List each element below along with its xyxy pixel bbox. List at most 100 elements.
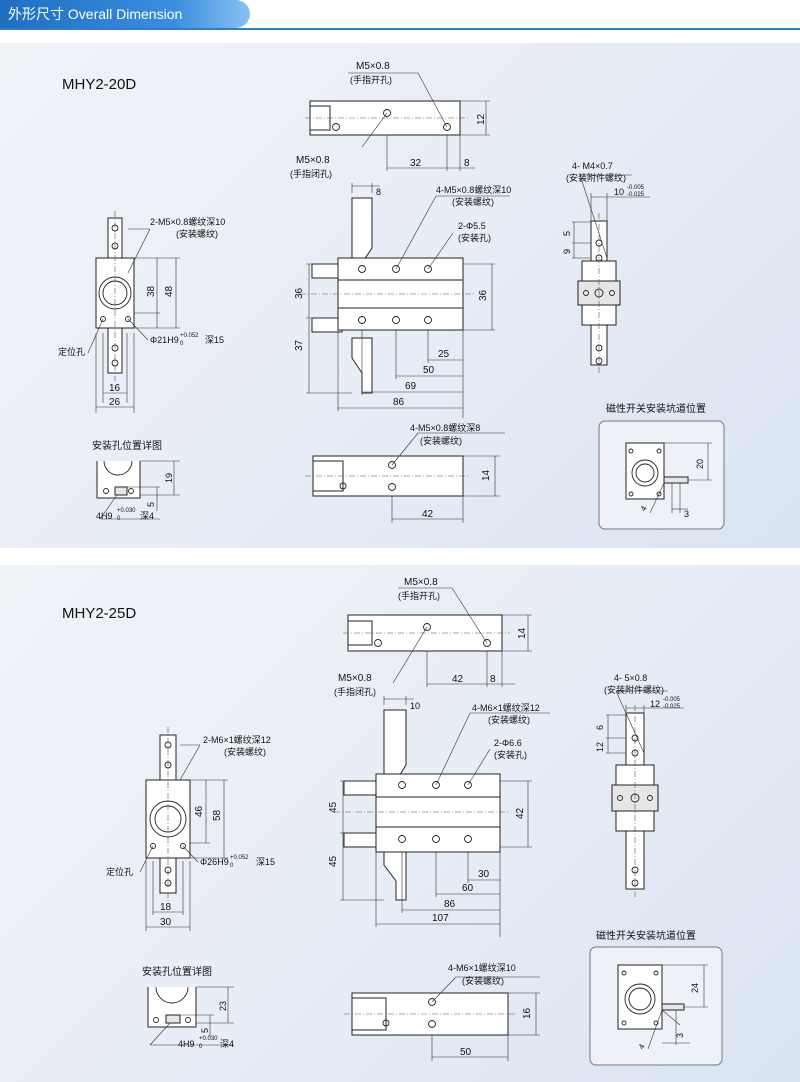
side-dim-3: 30 <box>160 917 172 928</box>
finger-open-label: M5×0.8 <box>356 61 390 72</box>
switch-view <box>617 964 708 1050</box>
accessory-view <box>606 690 684 897</box>
front-mount-note: (安装螺纹) <box>488 714 530 725</box>
detail-dim-0: 19 <box>164 473 174 483</box>
front-dim-2: 37 <box>294 339 305 351</box>
side-dim-0: 38 <box>146 285 157 297</box>
front-dim-1: 45 <box>328 801 339 813</box>
detail-dim-1: 5 <box>146 502 156 507</box>
finger-close-label: M5×0.8 <box>296 155 330 166</box>
front-dim-3: 36 <box>478 289 489 301</box>
top-view <box>305 72 490 171</box>
front-hole-label: 2-Φ6.6 <box>494 738 522 748</box>
switch-title: 磁性开关安装坑道位置 <box>606 402 706 415</box>
side-dim-1: 48 <box>164 285 175 297</box>
bore-tol: +0.052 <box>180 333 199 339</box>
acc-label: 4- M4×0.7 <box>572 161 613 171</box>
detail-view <box>147 986 234 1046</box>
acc-dim-0: 6 <box>595 725 605 730</box>
switch-dim-0: 20 <box>695 459 705 469</box>
front-dim-0: 10 <box>410 701 420 711</box>
front-dim-0: 8 <box>376 187 381 197</box>
finger-open-note: (手指开孔) <box>350 74 392 85</box>
bottom-mount-label: 4-M6×1螺纹深10 <box>448 962 516 973</box>
acc-note: (安装附件螺纹) <box>566 172 626 183</box>
front-dim-4: 30 <box>478 869 490 880</box>
top-view <box>343 587 532 687</box>
front-dim-5: 50 <box>423 365 435 376</box>
bore-label: Φ26H9 <box>200 857 229 867</box>
drawing-mhy2-25d: M5×0.8 (手指开孔) M5×0.8 (手指闭孔) 14 42 8 <box>106 577 723 1066</box>
side-mount-note: (安装螺纹) <box>224 746 266 757</box>
top-dim-0: 12 <box>476 113 487 125</box>
bottom-dim-1: 50 <box>460 1047 472 1058</box>
detail-dim-0: 23 <box>218 1001 228 1011</box>
bottom-view <box>344 976 540 1061</box>
bottom-dim-1: 42 <box>422 509 434 520</box>
bore-tol-low: 0 <box>180 341 184 347</box>
acc-dim-1: 9 <box>562 249 572 254</box>
bore-tol-low: 0 <box>230 863 234 869</box>
front-dim-5: 60 <box>462 883 474 894</box>
detail-dim-1: 5 <box>200 1028 210 1033</box>
finger-close-label: M5×0.8 <box>338 673 372 684</box>
acc-tol: 10 <box>614 187 624 197</box>
finger-open-note: (手指开孔) <box>398 590 440 601</box>
acc-tol-hi: -0.005 <box>663 697 681 703</box>
side-view <box>87 211 180 413</box>
bottom-dim-0: 14 <box>481 469 492 481</box>
side-dim-2: 18 <box>160 902 172 913</box>
top-dim-1: 42 <box>452 674 464 685</box>
side-dim-2: 16 <box>109 383 121 394</box>
locate-hole-label: 定位孔 <box>58 346 85 357</box>
bore-label: Φ21H9 <box>150 335 179 345</box>
bottom-dim-0: 16 <box>522 1007 533 1019</box>
switch-title: 磁性开关安装坑道位置 <box>596 929 696 942</box>
detail-hole: 4H9 <box>178 1039 195 1049</box>
bottom-view <box>305 432 505 523</box>
panel-mhy2-25d: MHY2-25D M5×0.8 (手指开孔) M5×0.8 (手指闭孔) 14 … <box>0 565 800 1082</box>
panel-mhy2-20d: MHY2-20D M5×0.8 (手指开孔) M5×0.8 (手指闭孔) 12 … <box>0 43 800 548</box>
acc-note: (安装附件螺纹) <box>604 684 664 695</box>
acc-label: 4- 5×0.8 <box>614 673 647 683</box>
detail-tol-low: 0 <box>199 1044 203 1050</box>
top-dim-2: 8 <box>464 158 470 169</box>
side-dim-3: 26 <box>109 397 121 408</box>
front-hole-note: (安装孔) <box>458 232 491 243</box>
switch-dim-1: 3 <box>684 509 689 519</box>
top-dim-1: 32 <box>410 158 422 169</box>
acc-tol: 12 <box>650 699 660 709</box>
detail-depth: 深4 <box>140 511 154 521</box>
header-underline <box>0 28 800 30</box>
detail-tol: +0.030 <box>117 508 136 514</box>
acc-dim-1: 12 <box>595 742 605 752</box>
front-hole-note: (安装孔) <box>494 749 527 760</box>
side-mount-note: (安装螺纹) <box>176 228 218 239</box>
acc-tol-lo: -0.025 <box>663 704 681 710</box>
detail-title: 安装孔位置详图 <box>142 965 212 978</box>
finger-open-label: M5×0.8 <box>404 577 438 588</box>
detail-tol: +0.030 <box>199 1036 218 1042</box>
switch-dim-0: 24 <box>690 983 700 993</box>
acc-tol-hi: -0.005 <box>627 185 645 191</box>
bore-tol: +0.052 <box>230 855 249 861</box>
front-dim-7: 107 <box>432 913 449 924</box>
model-title: MHY2-20D <box>62 76 137 93</box>
front-mount-label: 4-M5×0.8螺纹深10 <box>436 184 511 195</box>
header-title: 外形尺寸 Overall Dimension <box>8 6 183 22</box>
front-dim-3: 42 <box>515 807 526 819</box>
side-mount-label: 2-M6×1螺纹深12 <box>203 734 271 745</box>
detail-title: 安装孔位置详图 <box>92 439 162 452</box>
front-dim-6: 86 <box>444 899 456 910</box>
front-mount-note: (安装螺纹) <box>452 196 494 207</box>
front-view <box>334 696 550 937</box>
side-dim-1: 58 <box>212 809 223 821</box>
switch-dim-1: 3 <box>675 1033 685 1038</box>
model-title: MHY2-25D <box>62 605 137 622</box>
detail-hole: 4H9 <box>96 511 113 521</box>
front-hole-label: 2-Φ5.5 <box>458 221 486 231</box>
switch-view <box>625 442 712 514</box>
side-mount-label: 2-M5×0.8螺纹深10 <box>150 216 225 227</box>
side-view <box>139 727 228 931</box>
section-header: 外形尺寸 Overall Dimension <box>0 0 250 28</box>
